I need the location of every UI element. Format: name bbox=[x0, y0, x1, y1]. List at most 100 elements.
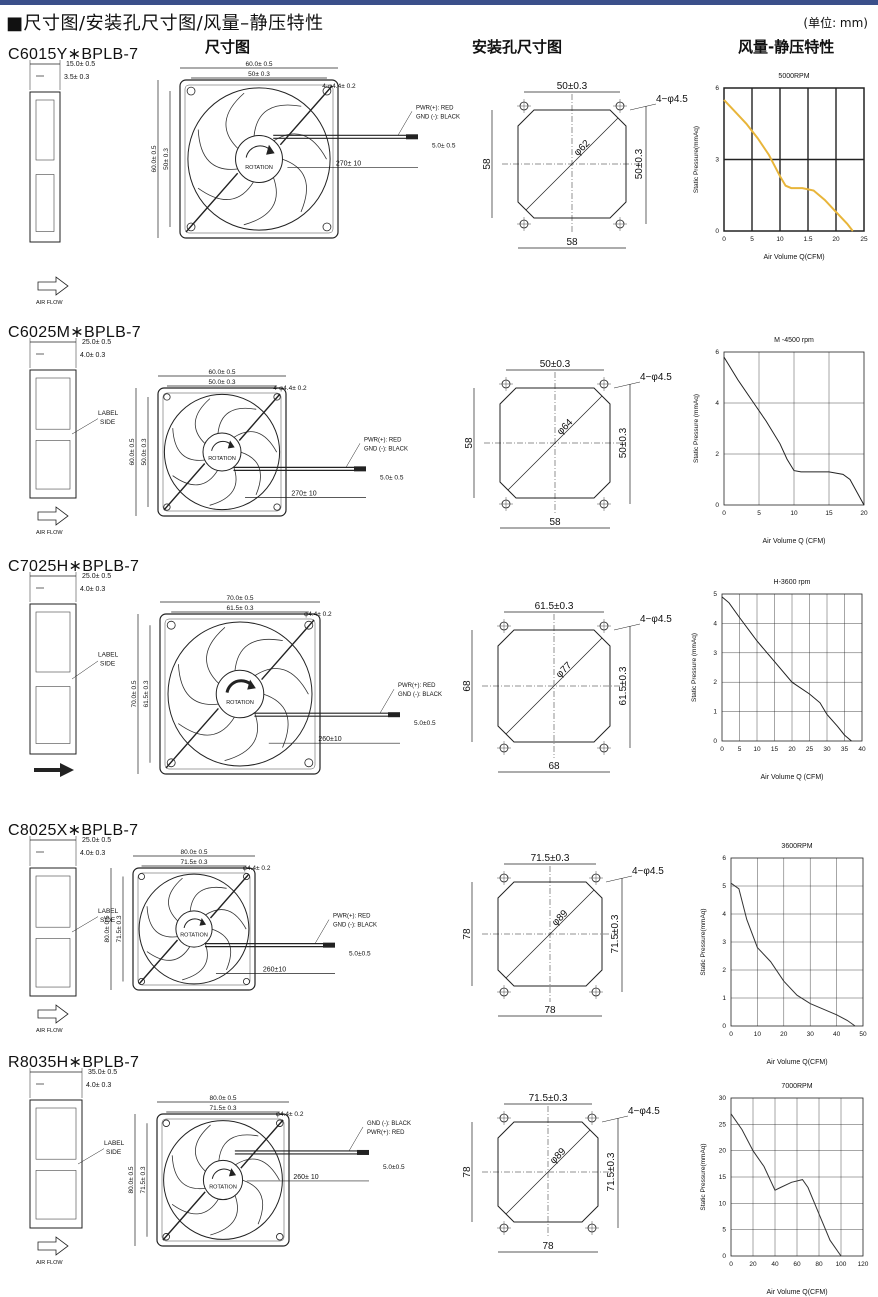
y-tick-label: 5 bbox=[713, 591, 717, 598]
y-tick-label: 2 bbox=[713, 679, 717, 686]
lead-length-label: 270± 10 bbox=[291, 490, 316, 497]
x-tick-label: 10 bbox=[790, 510, 798, 517]
label-side-text: LABEL bbox=[104, 1140, 125, 1147]
x-tick-label: 1.5 bbox=[803, 236, 812, 243]
y-tick-label: 0 bbox=[722, 1023, 726, 1030]
mount-pitch-label: 71.5±0.3 bbox=[531, 853, 570, 864]
label-side-text: SIDE bbox=[100, 419, 116, 426]
fan-hub bbox=[202, 1159, 244, 1201]
air-flow-label: AIR FLOW bbox=[36, 300, 63, 306]
mount-hole bbox=[138, 978, 145, 985]
fan-blade bbox=[178, 664, 220, 705]
model-name: R8035H∗BPLB-7 bbox=[8, 1054, 140, 1071]
diag-line bbox=[507, 395, 603, 491]
mount-hole bbox=[186, 86, 196, 96]
mount-pitch-label: 71.5±0.3 bbox=[529, 1093, 568, 1104]
outer-dim-v-label: 70.0± 0.5 bbox=[131, 680, 138, 707]
y-tick-label: 20 bbox=[719, 1148, 727, 1155]
air-flow-label: AIR FLOW bbox=[36, 1260, 63, 1266]
x-tick-label: 40 bbox=[833, 1031, 841, 1038]
mount-hole-label: 4−φ4.5 bbox=[628, 1106, 660, 1117]
mount-hole bbox=[162, 1119, 170, 1127]
mount-hole bbox=[304, 620, 314, 630]
mount-hole bbox=[322, 86, 332, 96]
mount-hole-label: 4−φ4.5 bbox=[632, 866, 664, 877]
mount-cutout bbox=[517, 109, 627, 219]
x-tick-label: 30 bbox=[823, 746, 831, 753]
pitch-dim-v-label: 61.5± 0.3 bbox=[143, 680, 150, 707]
y-tick-label: 5 bbox=[722, 883, 726, 890]
fan-frame-circle bbox=[138, 873, 250, 985]
side-offset-label: 4.0± 0.3 bbox=[86, 1082, 111, 1089]
x-tick-label: 10 bbox=[753, 746, 761, 753]
x-tick-label: 10 bbox=[776, 236, 784, 243]
label-side-text: LABEL bbox=[98, 410, 119, 417]
mount-pitch-v-label: 50±0.3 bbox=[634, 148, 645, 179]
hole-leader bbox=[629, 103, 657, 111]
mount-hole bbox=[273, 503, 281, 511]
fan-frame-circle bbox=[163, 393, 281, 511]
header-dimension: 尺寸图 bbox=[205, 38, 251, 56]
x-tick-label: 30 bbox=[807, 1031, 815, 1038]
rotation-label: ROTATION bbox=[245, 165, 273, 171]
mount-hole bbox=[276, 1233, 284, 1241]
x-tick-label: 40 bbox=[771, 1261, 779, 1268]
x-tick-label: 0 bbox=[729, 1031, 733, 1038]
hole-spec-label: 4-φ4.4± 0.2 bbox=[273, 385, 307, 392]
air-flow-arrow-icon bbox=[37, 276, 69, 296]
rotation-label: ROTATION bbox=[180, 933, 208, 939]
mount-hole bbox=[304, 758, 314, 768]
x-tick-label: 15 bbox=[825, 510, 833, 517]
x-tick-label: 120 bbox=[858, 1261, 869, 1268]
unit-note: (单位: mm) bbox=[803, 16, 868, 30]
y-tick-label: 4 bbox=[715, 400, 719, 407]
air-flow-arrow-icon bbox=[37, 506, 69, 526]
pwr-label: PWR(+): RED bbox=[416, 105, 454, 111]
fan-hub bbox=[175, 910, 213, 948]
label-leader bbox=[77, 1148, 105, 1165]
pressure-curve bbox=[730, 1113, 842, 1257]
spoke bbox=[163, 463, 206, 511]
mount-outer-label: 78 bbox=[542, 1241, 554, 1252]
diag-label: φ89 bbox=[550, 908, 571, 929]
fan-blade bbox=[218, 1134, 259, 1162]
spoke bbox=[138, 939, 179, 985]
fan-blade bbox=[243, 176, 277, 226]
fan-blade bbox=[195, 1124, 211, 1173]
diag-label: φ62 bbox=[572, 138, 593, 159]
side-width-label: 25.0± 0.5 bbox=[82, 339, 111, 346]
y-axis-label: Static Pressure (mmAq) bbox=[693, 394, 700, 463]
pwr-label: PWR(+): RED bbox=[364, 437, 402, 443]
y-tick-label: 0 bbox=[722, 1253, 726, 1260]
fan-blade bbox=[281, 158, 307, 213]
fan-frame-circle bbox=[187, 87, 331, 231]
side-offset-label: 4.0± 0.3 bbox=[80, 586, 105, 593]
x-tick-label: 0 bbox=[722, 510, 726, 517]
pwr-label: PWR(+): RED bbox=[367, 1130, 405, 1136]
strip-dim-label: 5.0± 0.5 bbox=[380, 474, 404, 481]
diag-label: φ89 bbox=[548, 1146, 569, 1167]
y-tick-label: 1 bbox=[722, 995, 726, 1002]
y-tick-label: 2 bbox=[715, 451, 719, 458]
outer-dim-v-label: 80.0± 0.5 bbox=[128, 1166, 135, 1193]
x-tick-label: 20 bbox=[832, 236, 840, 243]
pitch-dim-label: 71.5± 0.3 bbox=[209, 1105, 236, 1112]
header-mounting: 安装孔尺寸图 bbox=[472, 38, 563, 56]
x-axis-label: Air Volume Q(CFM) bbox=[766, 1059, 827, 1066]
wire-leader bbox=[314, 919, 330, 944]
label-side-text: LABEL bbox=[98, 652, 119, 659]
x-tick-label: 100 bbox=[836, 1261, 847, 1268]
air-flow-arrow-icon bbox=[34, 763, 74, 777]
x-tick-label: 0 bbox=[729, 1261, 733, 1268]
label-side-text: SIDE bbox=[100, 917, 116, 924]
x-tick-label: 20 bbox=[749, 1261, 757, 1268]
mount-outer-v-label: 58 bbox=[464, 437, 475, 449]
